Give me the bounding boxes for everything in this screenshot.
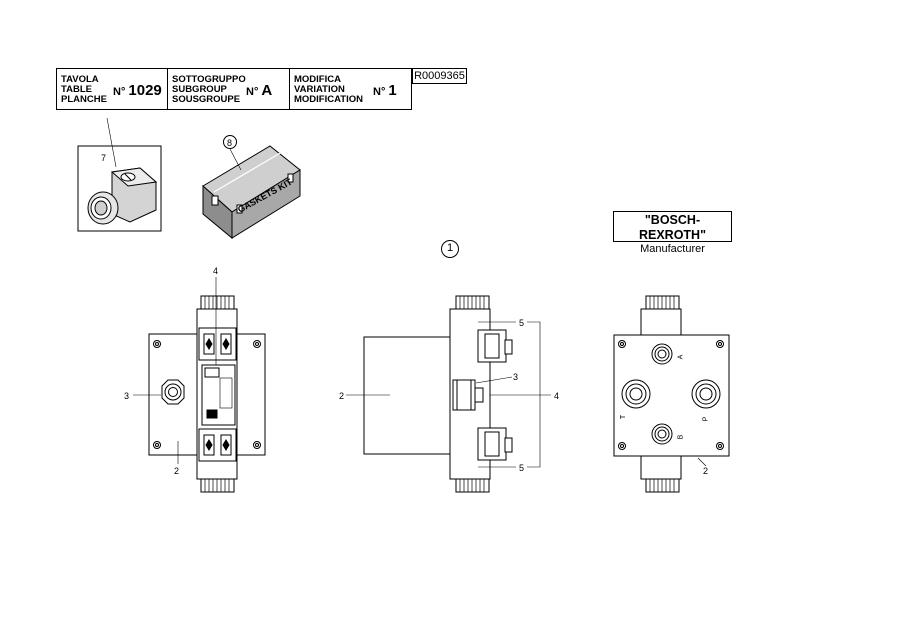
table-number: N° 1029 (113, 82, 162, 99)
callout-front-body: 2 (174, 466, 180, 476)
manufacturer-name: "BOSCH-REXROTH" (638, 213, 707, 242)
manufacturer-box: "BOSCH-REXROTH" Manufacturer (613, 211, 732, 255)
callout-side-solenoid-top: 5 (519, 318, 525, 328)
manufacturer-label: Manufacturer (640, 243, 705, 255)
callout-front-knob: 3 (124, 391, 130, 401)
callout-side-solenoid-bottom: 5 (519, 463, 525, 473)
table-label: TAVOLA TABLE PLANCHE (61, 74, 107, 105)
port-label-a: A (677, 354, 685, 360)
callout-side-assembly: 4 (554, 391, 560, 401)
callout-connector: 7 (101, 153, 107, 163)
variation-label: MODIFICA VARIATION MODIFICATION (294, 74, 363, 105)
front-view (133, 277, 266, 493)
port-label-t: T (620, 414, 628, 420)
subgroup-label: SOTTOGRUPPO SUBGROUP SOUSGROUPE (172, 74, 246, 105)
connector-thumbnail (77, 117, 162, 232)
back-view (613, 295, 730, 493)
assembly-number: 1 (446, 242, 454, 254)
gaskets-kit-box (202, 135, 301, 240)
callout-side-coil: 2 (339, 391, 345, 401)
table-cell: TAVOLA TABLE PLANCHE N° 1029 (56, 68, 168, 110)
callout-front-manual: 4 (213, 266, 219, 276)
port-label-b: B (677, 434, 685, 440)
callout-side-knob: 3 (513, 372, 519, 382)
variation-number: N° 1 (373, 82, 397, 99)
side-view (346, 295, 551, 493)
reference-code: R0009365 (412, 68, 467, 84)
callout-back-body: 2 (703, 466, 709, 476)
port-label-p: P (702, 416, 710, 422)
callout-kit: 8 (227, 138, 233, 148)
assembly-number-circle (441, 240, 459, 258)
subgroup-number: N° A (246, 82, 273, 99)
variation-cell: MODIFICA VARIATION MODIFICATION N° 1 (289, 68, 412, 110)
